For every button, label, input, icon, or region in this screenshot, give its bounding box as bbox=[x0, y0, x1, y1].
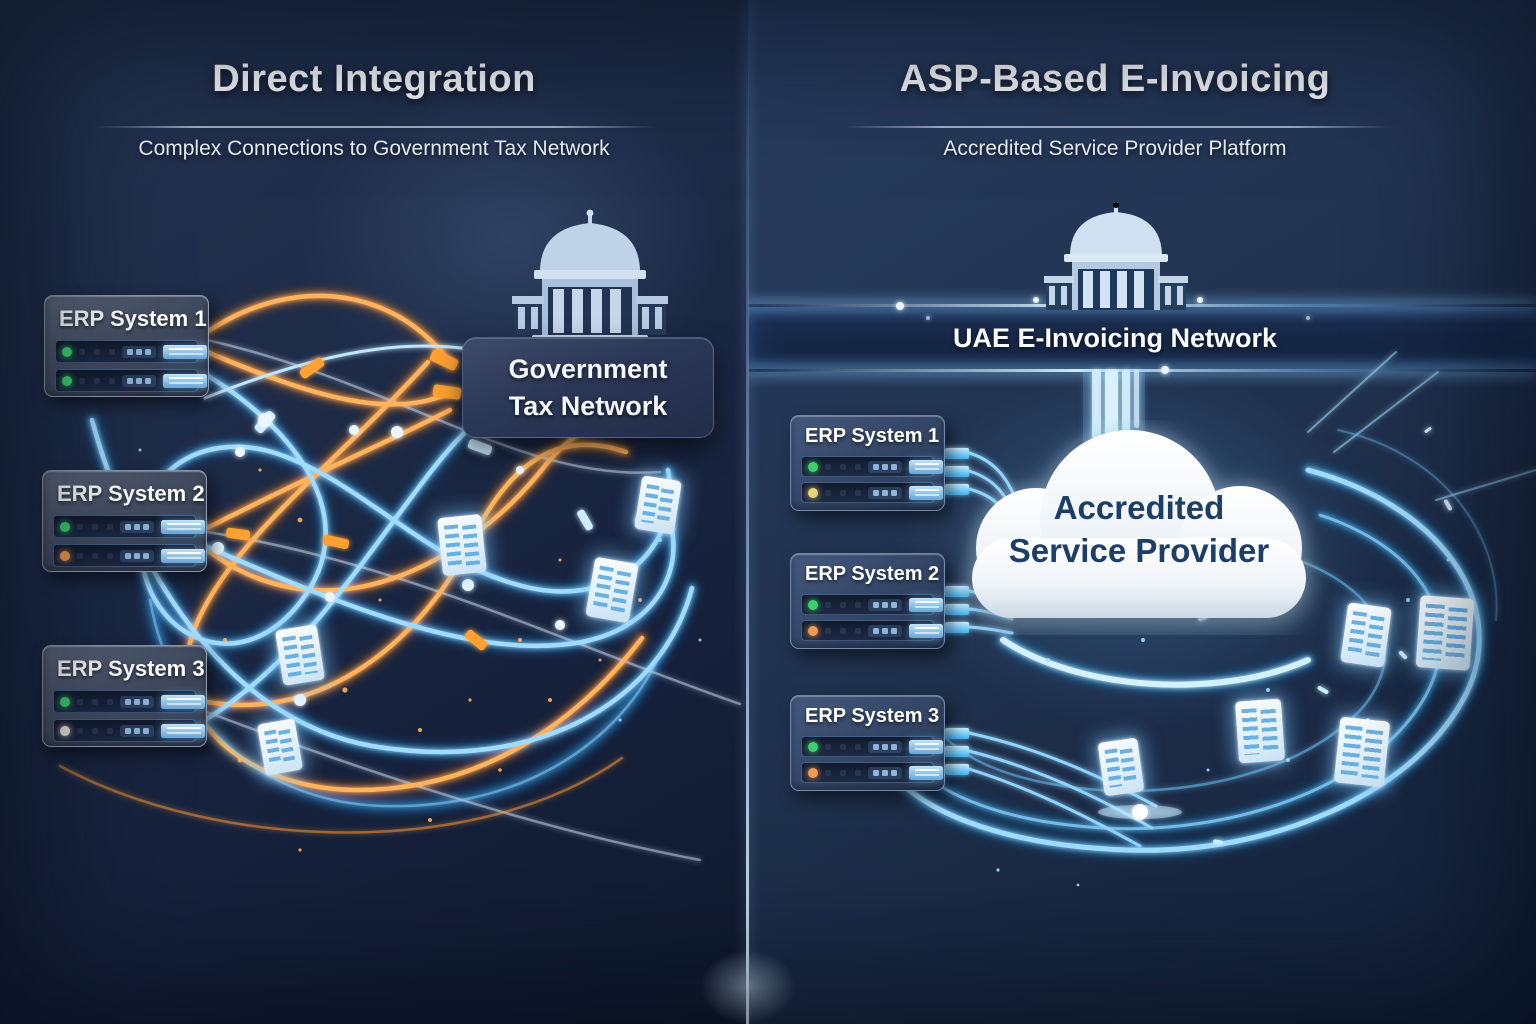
status-led-icon bbox=[60, 725, 70, 736]
erp-system-1-card: ERP System 1 bbox=[44, 295, 209, 397]
erp-system-label: ERP System 3 bbox=[57, 656, 205, 681]
server-row bbox=[53, 690, 205, 713]
activity-bar bbox=[161, 519, 205, 534]
vent-dots bbox=[825, 601, 861, 608]
asp-einvoicing-panel: UAE E-Invoicing Network bbox=[748, 0, 1536, 1024]
government-tax-network-label: Government Tax Network bbox=[462, 337, 714, 438]
vent-dots bbox=[825, 463, 861, 470]
vent-dots bbox=[77, 523, 113, 530]
document-icon bbox=[274, 624, 326, 686]
vent-dots bbox=[79, 348, 115, 355]
erp-system-label: ERP System 2 bbox=[57, 481, 205, 506]
port-dots-icon bbox=[122, 345, 156, 358]
server-row bbox=[801, 482, 943, 503]
erp-system-1-card: ERP System 1 bbox=[790, 415, 945, 511]
government-building-icon bbox=[512, 209, 668, 342]
cloud-icon bbox=[972, 430, 1306, 618]
vent-dots bbox=[825, 769, 861, 776]
erp-system-label: ERP System 1 bbox=[805, 425, 940, 447]
activity-bar bbox=[161, 548, 205, 563]
server-row bbox=[55, 340, 207, 363]
erp-system-label: ERP System 2 bbox=[805, 563, 940, 585]
port-dots-icon bbox=[120, 724, 154, 737]
document-icon bbox=[634, 475, 682, 535]
erp-system-2-card: ERP System 2 bbox=[42, 470, 207, 572]
status-led-icon bbox=[62, 346, 72, 357]
activity-bar bbox=[909, 459, 943, 474]
right-title-divider bbox=[845, 126, 1390, 128]
document-icon bbox=[1415, 595, 1475, 671]
left-title-divider bbox=[95, 126, 655, 128]
vent-dots bbox=[825, 627, 861, 634]
document-icon bbox=[1340, 602, 1392, 668]
erp-system-3-card: ERP System 3 bbox=[790, 695, 945, 791]
activity-bar bbox=[909, 739, 943, 754]
erp-system-label: ERP System 1 bbox=[59, 306, 207, 331]
document-icon bbox=[1333, 716, 1391, 788]
server-row bbox=[801, 456, 943, 477]
vent-dots bbox=[77, 552, 113, 559]
server-row bbox=[53, 544, 205, 567]
vent-dots bbox=[825, 743, 861, 750]
status-led-icon bbox=[808, 741, 818, 752]
status-led-icon bbox=[60, 550, 70, 561]
activity-bar bbox=[909, 623, 943, 638]
activity-bar bbox=[909, 597, 943, 612]
vent-dots bbox=[79, 377, 115, 384]
erp-system-3-card: ERP System 3 bbox=[42, 645, 207, 747]
vent-dots bbox=[77, 698, 113, 705]
port-dots-icon bbox=[868, 766, 902, 779]
port-dots-icon bbox=[868, 460, 902, 473]
port-dots-icon bbox=[120, 520, 154, 533]
status-led-icon bbox=[808, 487, 818, 498]
server-row bbox=[801, 736, 943, 757]
port-dots-icon bbox=[868, 486, 902, 499]
activity-bar bbox=[161, 723, 205, 738]
activity-bar bbox=[163, 373, 207, 388]
port-dots-icon bbox=[122, 374, 156, 387]
status-led-icon bbox=[60, 696, 70, 707]
server-row bbox=[53, 719, 205, 742]
activity-bar bbox=[909, 485, 943, 500]
port-dots-icon bbox=[120, 695, 154, 708]
status-led-icon bbox=[808, 599, 818, 610]
port-dots-icon bbox=[120, 549, 154, 562]
panel-divider-line bbox=[746, 0, 749, 1024]
status-led-icon bbox=[60, 521, 70, 532]
activity-bar bbox=[161, 694, 205, 709]
activity-bar bbox=[163, 344, 207, 359]
cable-connector-caps bbox=[225, 349, 488, 651]
document-icon bbox=[1097, 737, 1145, 797]
uae-network-label: UAE E-Invoicing Network bbox=[952, 322, 1278, 353]
port-dots-icon bbox=[868, 624, 902, 637]
vent-dots bbox=[825, 489, 861, 496]
server-row bbox=[801, 594, 943, 615]
direct-integration-panel: Direct Integration Complex Connections t… bbox=[0, 0, 748, 1024]
server-row bbox=[53, 515, 205, 538]
activity-bar bbox=[909, 765, 943, 780]
server-row bbox=[55, 369, 207, 392]
status-led-icon bbox=[808, 625, 818, 636]
government-building-icon bbox=[1044, 202, 1188, 310]
status-led-icon bbox=[808, 461, 818, 472]
status-led-icon bbox=[808, 767, 818, 778]
document-icon bbox=[1234, 698, 1286, 764]
server-row bbox=[801, 620, 943, 641]
server-row bbox=[801, 762, 943, 783]
erp-system-2-card: ERP System 2 bbox=[790, 553, 945, 649]
hub-label-line1: Government bbox=[508, 353, 668, 384]
port-dots-icon bbox=[868, 598, 902, 611]
document-icon bbox=[437, 513, 487, 577]
hub-label-line2: Tax Network bbox=[508, 390, 668, 421]
status-led-icon bbox=[62, 375, 72, 386]
port-dots-icon bbox=[868, 740, 902, 753]
tangled-cables-graphic bbox=[58, 209, 742, 862]
vent-dots bbox=[77, 727, 113, 734]
erp-system-label: ERP System 3 bbox=[805, 705, 940, 727]
erp-connector-stubs bbox=[945, 448, 969, 775]
